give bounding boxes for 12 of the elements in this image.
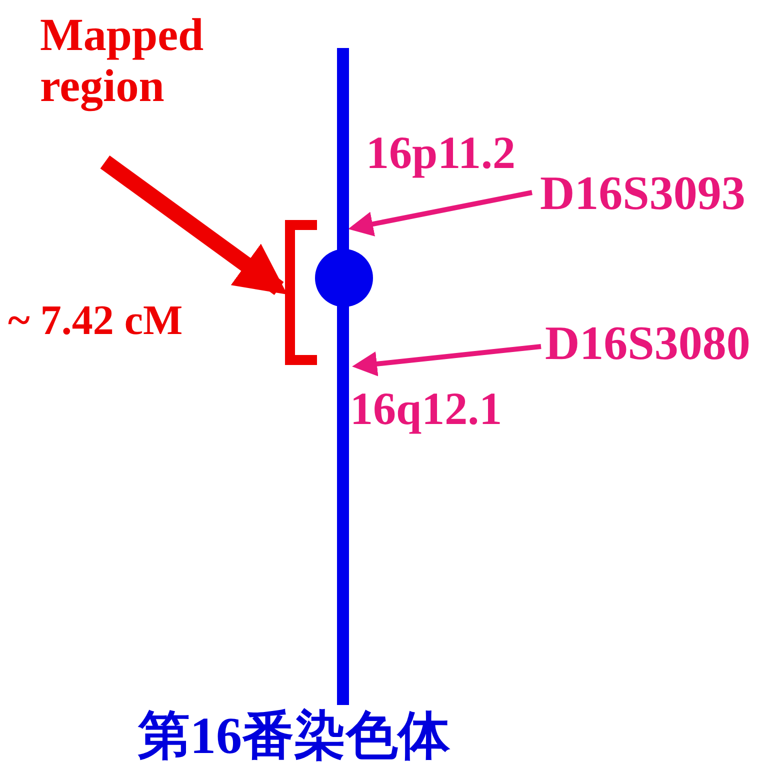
arrow (100, 156, 288, 295)
band-label: 16q12.1 (350, 384, 502, 435)
chromosome-title: 第16番染色体 (138, 708, 450, 766)
marker-label: D16S3080 (545, 318, 750, 371)
band-label: 16p11.2 (366, 128, 516, 179)
distance-label: ~ 7.42 cM (8, 298, 183, 344)
region-label: Mapped region (40, 10, 240, 112)
arrow (352, 344, 542, 376)
chromosome-bar (337, 48, 349, 705)
marker-label: D16S3093 (540, 168, 746, 221)
arrow (348, 190, 532, 236)
bracket (283, 220, 319, 365)
